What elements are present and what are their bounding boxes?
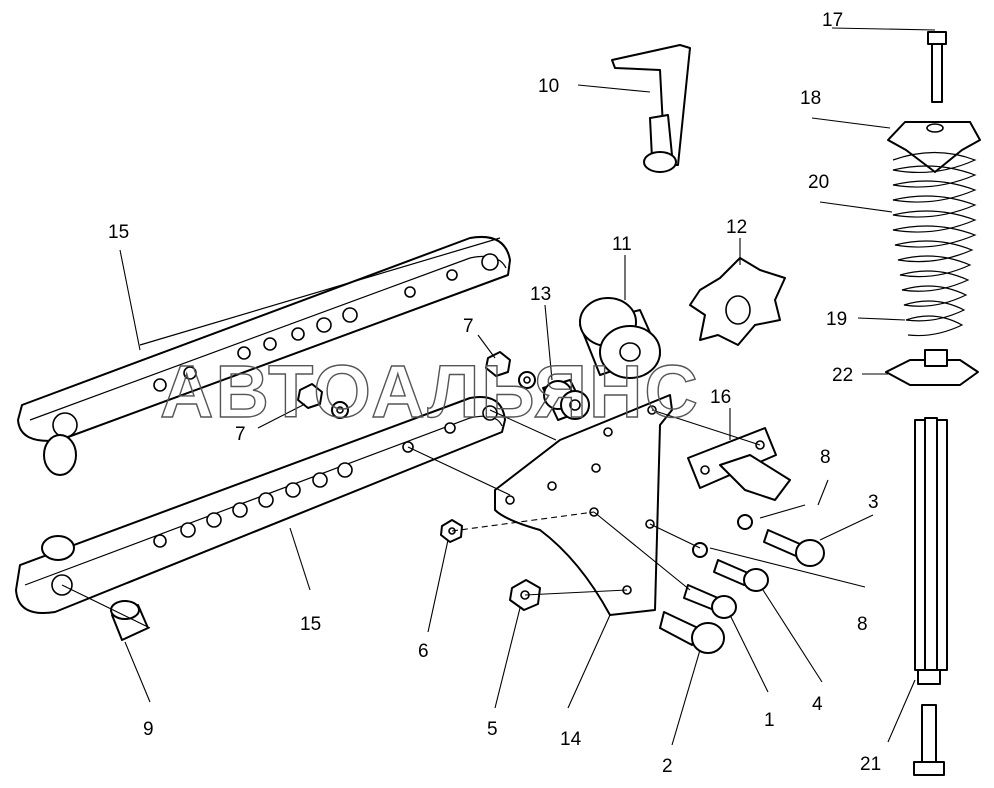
star-plate (689, 257, 786, 346)
callout-10: 10 (538, 76, 559, 97)
callout-6: 6 (418, 641, 429, 662)
callout-18: 18 (800, 88, 821, 109)
coil-spring (892, 151, 977, 337)
callout-19: 19 (826, 309, 847, 330)
callout-labels: 1 2 3 4 5 6 7 7 8 8 9 10 11 12 13 14 15 … (108, 10, 881, 777)
lower-link-arm (15, 396, 506, 614)
adjuster-rod (913, 417, 948, 776)
callout-13: 13 (530, 284, 551, 305)
top-bolt (927, 31, 947, 103)
callout-16: 16 (710, 387, 731, 408)
callout-17: 17 (822, 10, 843, 31)
callout-4: 4 (812, 694, 823, 715)
upper-link-arm (17, 236, 511, 476)
assembly-lines (407, 409, 761, 596)
callout-22: 22 (832, 365, 853, 386)
callout-11: 11 (612, 234, 632, 255)
callout-15-upper: 15 (108, 222, 129, 243)
callout-8-upper: 8 (820, 447, 831, 468)
callout-21: 21 (860, 754, 881, 775)
callout-15-lower: 15 (300, 614, 321, 635)
bracket-plate (494, 394, 673, 616)
callout-7-lower: 7 (235, 424, 246, 445)
bushing (61, 584, 151, 641)
callout-1: 1 (764, 710, 775, 731)
nut-washer-lower (297, 383, 349, 419)
callout-5: 5 (487, 719, 498, 740)
nut-6 (440, 519, 463, 543)
callout-12: 12 (726, 217, 747, 238)
lever (611, 44, 691, 173)
callout-9: 9 (143, 719, 154, 740)
bolt-4 (692, 542, 769, 592)
callout-3: 3 (868, 492, 879, 513)
spring-seat (885, 349, 979, 386)
callout-8-lower: 8 (857, 614, 868, 635)
bolt-3 (737, 514, 825, 567)
callout-7-upper: 7 (463, 316, 474, 337)
spacer (542, 379, 590, 421)
spring-cap (887, 121, 981, 173)
callout-14: 14 (560, 729, 582, 750)
latch-bracket (687, 427, 791, 501)
bolt-1 (683, 584, 737, 619)
bolt-2 (659, 611, 725, 654)
callout-20: 20 (808, 172, 829, 193)
nut-washer-upper (485, 351, 536, 389)
watermark: АВТОАЛЬЯНС (160, 350, 700, 433)
callout-2: 2 (662, 756, 673, 777)
leader-lines (119, 27, 936, 746)
roller (579, 297, 661, 379)
